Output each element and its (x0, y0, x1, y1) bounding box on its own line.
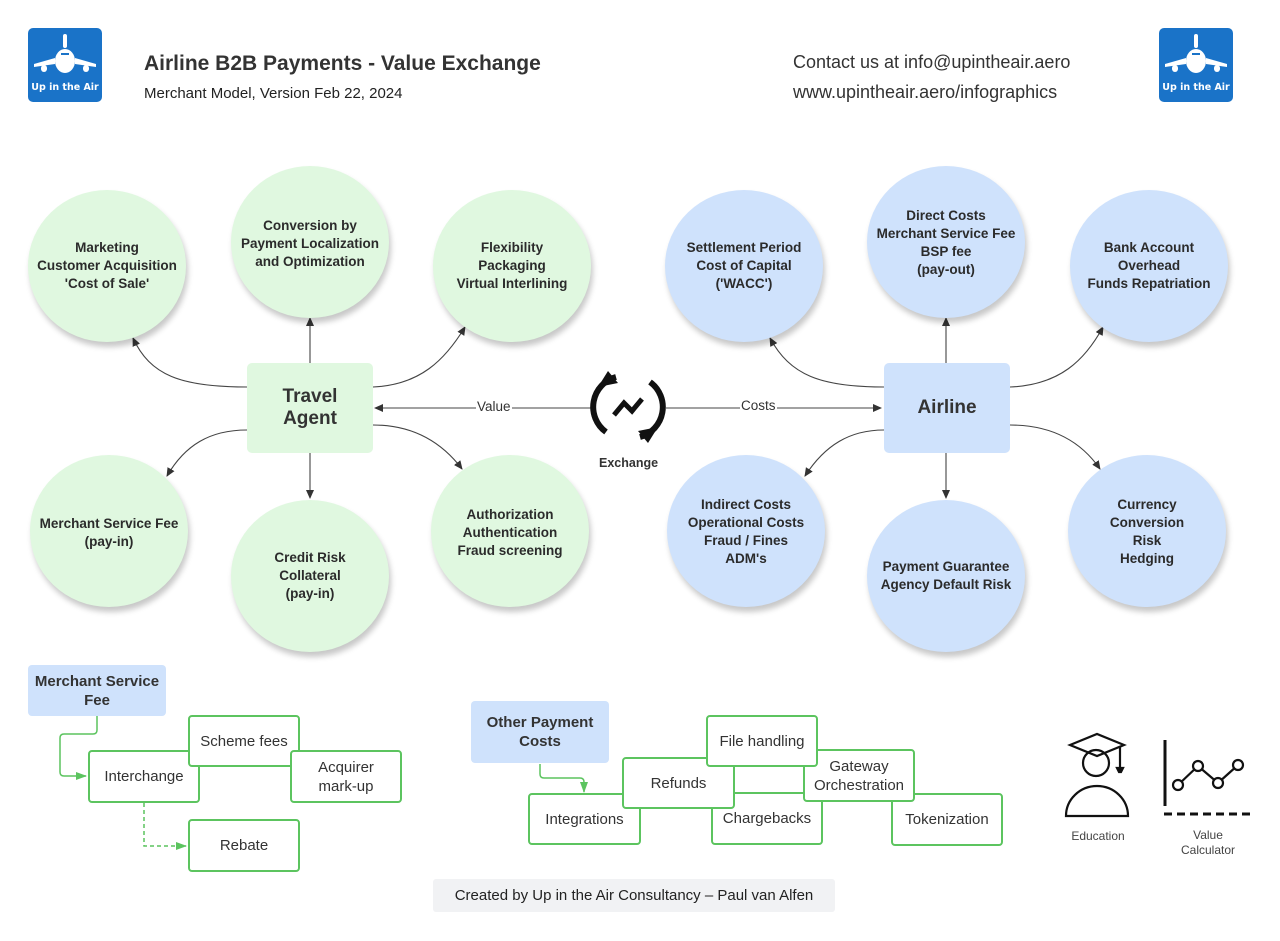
education-icon (1064, 732, 1130, 818)
cost-node-direct-costs[interactable]: Direct Costs Merchant Service Fee BSP fe… (867, 166, 1025, 318)
page-subtitle: Merchant Model, Version Feb 22, 2024 (144, 85, 403, 102)
other-costs-title: Other Payment Costs (471, 701, 609, 763)
cost-node-bank-account[interactable]: Bank Account Overhead Funds Repatriation (1070, 190, 1228, 342)
msf-item-rebate[interactable]: Rebate (188, 819, 300, 872)
node-label: Conversion by Payment Localization and O… (240, 218, 380, 269)
page-title: Airline B2B Payments - Value Exchange (144, 52, 541, 75)
connector-msf-interchange (59, 716, 98, 780)
contact-email[interactable]: Contact us at info@upintheair.aero (793, 52, 1071, 72)
cost-node-settlement[interactable]: Settlement Period Cost of Capital ('WACC… (665, 190, 823, 342)
connector-marketing (132, 337, 248, 388)
other-cost-gateway-orchestration[interactable]: Gateway Orchestration (803, 749, 915, 802)
connector-indirect (804, 429, 885, 477)
costs-label: Costs (740, 398, 777, 413)
airline-node[interactable]: Airline (884, 363, 1010, 453)
connector-bank (1009, 326, 1104, 388)
connector-currency (1009, 424, 1101, 470)
node-label: Indirect Costs Operational Costs Fraud /… (687, 497, 805, 566)
other-cost-file-handling[interactable]: File handling (706, 715, 818, 767)
airplane-icon (1165, 34, 1227, 73)
exchange-label: Exchange (599, 456, 659, 470)
exchange-icon (590, 371, 666, 443)
value-label: Value (476, 399, 512, 414)
airplane-icon (34, 34, 96, 73)
website-link[interactable]: www.upintheair.aero/infographics (793, 82, 1058, 102)
cost-node-currency[interactable]: Currency Conversion Risk Hedging (1068, 455, 1226, 607)
cost-node-indirect-costs[interactable]: Indirect Costs Operational Costs Fraud /… (667, 455, 825, 607)
value-calculator-label[interactable]: Value Calculator (1180, 828, 1236, 857)
connector-auth (372, 424, 463, 470)
logo-text: Up in the Air (31, 82, 99, 93)
footer-credit: Created by Up in the Air Consultancy – P… (433, 879, 835, 912)
value-node-authorization[interactable]: Authorization Authentication Fraud scree… (431, 455, 589, 607)
msf-breakdown-title: Merchant Service Fee (28, 665, 166, 716)
msf-item-acquirer-markup[interactable]: Acquirer mark-up (290, 750, 402, 803)
connector-interchange-rebate (143, 803, 187, 850)
logo-left: Up in the Air (28, 28, 102, 102)
logo-right: Up in the Air (1159, 28, 1233, 102)
node-label: Currency Conversion Risk Hedging (1109, 497, 1185, 566)
msf-item-scheme-fees[interactable]: Scheme fees (188, 715, 300, 767)
connector-flexibility (372, 326, 466, 388)
msf-item-interchange[interactable]: Interchange (88, 750, 200, 803)
value-node-flexibility[interactable]: Flexibility Packaging Virtual Interlinin… (433, 190, 591, 342)
value-node-marketing[interactable]: Marketing Customer Acquisition 'Cost of … (28, 190, 186, 342)
cost-node-payment-guarantee[interactable]: Payment Guarantee Agency Default Risk (867, 500, 1025, 652)
node-label: Merchant Service Fee (pay-in) (39, 516, 179, 549)
value-node-credit-risk[interactable]: Credit Risk Collateral (pay-in) (231, 500, 389, 652)
connector-msf (166, 429, 248, 477)
connector-othercosts-integrations (539, 764, 588, 793)
value-node-merchant-service-fee[interactable]: Merchant Service Fee (pay-in) (30, 455, 188, 607)
node-label: Direct Costs Merchant Service Fee BSP fe… (876, 208, 1016, 277)
value-calculator-icon (1163, 740, 1250, 816)
education-label[interactable]: Education (1071, 829, 1125, 843)
logo-text: Up in the Air (1162, 82, 1230, 93)
connector-settlement (769, 337, 885, 388)
other-cost-integrations[interactable]: Integrations (528, 793, 641, 845)
value-node-conversion[interactable]: Conversion by Payment Localization and O… (231, 166, 389, 318)
node-label: Authorization Authentication Fraud scree… (457, 507, 563, 558)
travel-agent-node[interactable]: Travel Agent (247, 363, 373, 453)
